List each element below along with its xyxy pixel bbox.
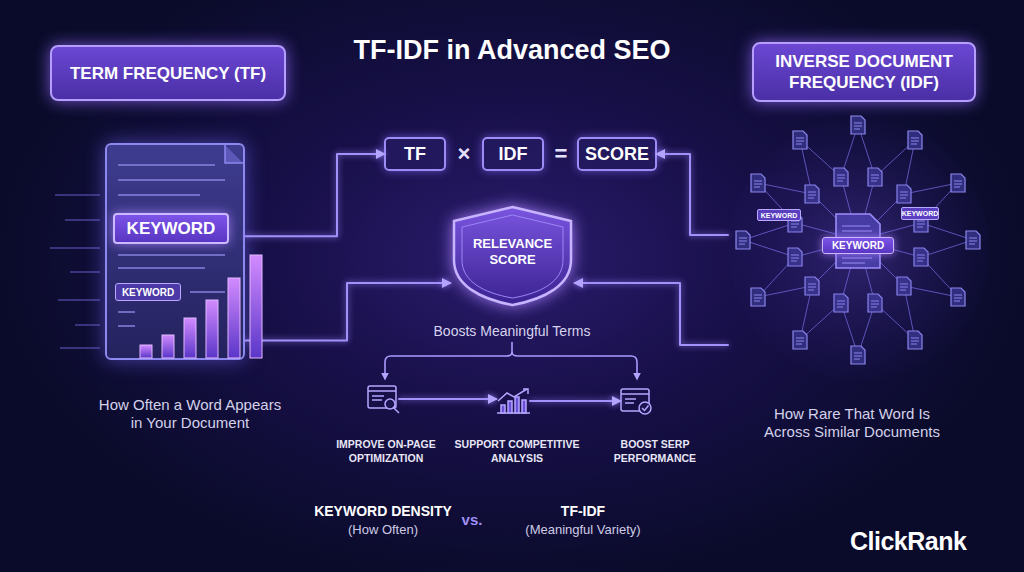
node-text: TERM FREQUENCY (TF) xyxy=(60,63,276,84)
serp-icon-art xyxy=(639,402,651,414)
folded-corner xyxy=(225,145,243,163)
frequency-bars xyxy=(140,345,152,358)
operator-sign: × xyxy=(448,137,480,171)
keyword-tag: KEYWORD xyxy=(901,207,939,220)
frequency-bars xyxy=(162,335,174,358)
document-lines xyxy=(118,179,225,181)
comparison-note: (Meaningful Variety) xyxy=(483,522,683,538)
document-icon: KEYWORD KEYWORD xyxy=(105,143,245,360)
analysis-icon-art xyxy=(515,397,519,413)
bracket-arrows xyxy=(512,352,637,379)
speed-streaks xyxy=(58,299,100,301)
document-lines xyxy=(118,267,205,269)
shield-outline xyxy=(462,215,563,298)
serp-icon-art xyxy=(621,389,651,414)
comparison-term: KEYWORD DENSITY xyxy=(283,503,483,520)
node-text: SCORE xyxy=(585,144,649,165)
serp-icon-art xyxy=(621,393,649,395)
frequency-bars xyxy=(140,255,262,358)
document-lines xyxy=(118,194,200,196)
benefit-label: IMPROVE ON-PAGE OPTIMIZATION xyxy=(326,437,446,465)
formula-box: TF xyxy=(384,137,446,171)
shield-outline xyxy=(454,207,571,305)
keyword-tag: KEYWORD xyxy=(113,213,229,244)
formula-box: SCORE xyxy=(577,137,657,171)
improve-icon-art xyxy=(385,399,395,409)
benefit-icon: IMPROVE ON-PAGE OPTIMIZATION xyxy=(367,385,399,413)
document-network: KEYWORD KEYWORD KEYWORD xyxy=(728,118,990,380)
analysis-icon-art xyxy=(523,389,528,394)
improve-icon-art xyxy=(372,395,384,397)
speed-streaks xyxy=(70,271,100,273)
operator-sign: = xyxy=(546,137,576,171)
flow-arrow xyxy=(399,398,496,400)
flow-arrow xyxy=(530,400,620,402)
document-lines xyxy=(118,165,225,326)
analysis-icon-art xyxy=(497,389,530,413)
document-lines xyxy=(118,325,135,327)
speed-streaks xyxy=(50,195,100,348)
diagram-title: TF-IDF in Advanced SEO xyxy=(212,34,812,66)
bracket-caption: Boosts Meaningful Terms xyxy=(412,323,612,340)
bracket-arrows xyxy=(385,342,637,379)
serp-icon-art xyxy=(621,389,649,411)
bracket-arrows xyxy=(385,352,512,379)
serp-icon-art xyxy=(625,398,636,400)
keyword-tag: KEYWORD xyxy=(115,283,181,301)
flow-arrow xyxy=(245,283,450,340)
serp-icon-art xyxy=(625,402,634,404)
improve-icon-art xyxy=(368,386,399,413)
benefit-label: SUPPORT COMPETITIVE ANALYSIS xyxy=(442,437,592,465)
document-lines xyxy=(118,164,215,166)
node-text: IDF xyxy=(499,144,528,165)
bracket-arrows xyxy=(511,342,513,352)
benefit-icon: BOOST SERP PERFORMANCE xyxy=(620,388,652,416)
flow-arrow xyxy=(245,154,384,236)
comparison-term: TF-IDF xyxy=(483,503,683,520)
brand-logo: ClickRank xyxy=(850,526,1015,556)
improve-icon-art xyxy=(368,386,396,408)
formula-box: IDF xyxy=(482,137,544,171)
document-lines xyxy=(190,291,225,293)
document-lines xyxy=(118,254,225,256)
keyword-tag: KEYWORD xyxy=(757,209,801,221)
shield-badge: RELEVANCE SCORE xyxy=(450,205,575,305)
frequency-bars xyxy=(228,278,240,358)
illustration-caption: How Often a Word Appears in Your Documen… xyxy=(97,396,283,432)
analysis-icon-art xyxy=(498,389,527,401)
node-text: INVERSE DOCUMENT FREQUENCY (IDF) xyxy=(754,51,974,93)
keyword-tag: KEYWORD xyxy=(822,237,894,254)
analysis-icon-art xyxy=(501,405,505,413)
frequency-bars xyxy=(184,318,196,358)
benefit-label: BOOST SERP PERFORMANCE xyxy=(600,437,710,465)
node-text: TF xyxy=(404,144,426,165)
flow-arrow xyxy=(657,154,728,235)
improve-icon-art xyxy=(368,390,396,392)
speed-streaks xyxy=(75,324,100,326)
speed-streaks xyxy=(65,219,100,221)
analysis-icon-art xyxy=(522,400,526,413)
comparison-note: (How Often) xyxy=(283,522,483,538)
speed-streaks xyxy=(50,247,100,249)
network-glow xyxy=(728,118,990,380)
flow-arrow xyxy=(575,283,728,345)
frequency-bars xyxy=(206,300,218,358)
speed-streaks xyxy=(55,194,100,196)
improve-icon-art xyxy=(372,399,382,401)
frequency-bars xyxy=(250,255,262,358)
versus-mark: vs. xyxy=(452,511,492,529)
improve-icon-art xyxy=(394,408,399,413)
header-box: INVERSE DOCUMENT FREQUENCY (IDF) xyxy=(752,42,976,102)
benefit-icon: SUPPORT COMPETITIVE ANALYSIS xyxy=(496,388,530,414)
analysis-icon-art xyxy=(508,401,512,413)
node-text: RELEVANCE SCORE xyxy=(464,235,561,269)
analysis-icon-art xyxy=(497,412,530,414)
header-box: TERM FREQUENCY (TF) xyxy=(50,45,286,101)
speed-streaks xyxy=(60,347,100,349)
illustration-caption: How Rare That Word Is Across Similar Doc… xyxy=(757,405,947,441)
document-lines xyxy=(118,311,135,313)
serp-icon-art xyxy=(642,406,649,411)
